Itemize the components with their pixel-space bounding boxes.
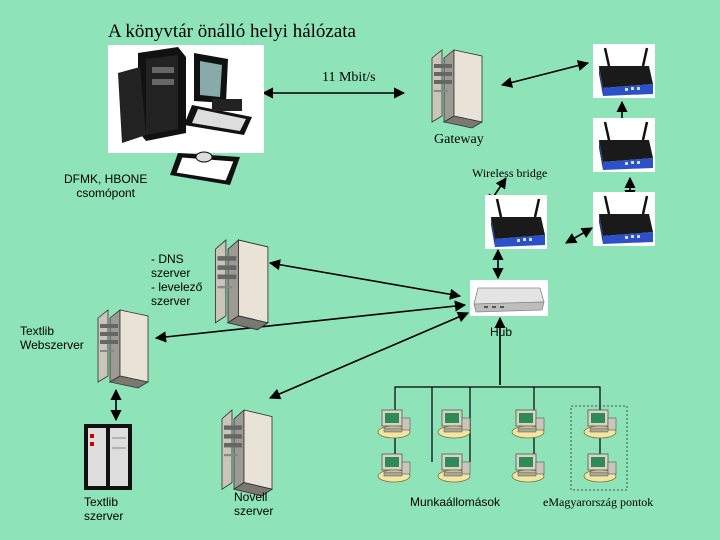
textlib-web-label: Textlib Webszerver [20,324,84,352]
workstation-icon [511,409,545,439]
workstation-icons [377,409,617,483]
dns-server-label: - DNS szerver - levelező szerver [151,252,203,308]
workstation-icon [511,453,545,483]
link-novell-hub [268,311,470,400]
textlib-rack-server-icon [84,424,132,490]
gateway-label: Gateway [434,132,484,147]
wireless-router-icon-4 [591,190,657,248]
dfmk-label: DFMK, HBONE csomópont [64,172,148,200]
connections [110,60,636,422]
novell-server-icon [221,409,273,497]
gateway-server-icon [431,49,483,129]
textlib-web-server-icon [97,309,149,389]
wireless-bridge-label: Wireless bridge [472,166,548,180]
workstation-icon [437,409,471,439]
diagram-title: A könyvtár önálló helyi hálózata [108,21,356,42]
wireless-router-icon-1 [591,42,657,100]
dns-server-icon [214,239,269,331]
main-computer-icon [108,45,264,185]
novell-server-label: Novell szerver [234,490,274,518]
link-speed-label: 11 Mbit/s [322,70,376,85]
workstation-icon [583,409,617,439]
workstation-bus [394,386,601,462]
workstation-icon [377,453,411,483]
wireless-router-icon-3 [483,193,549,251]
hub-icon [470,280,548,316]
wireless-router-icon-2 [591,116,657,174]
emagyarorszag-box [570,405,628,491]
workstation-icon [377,409,411,439]
emagyarorszag-label: eMagyarország pontok [543,495,654,509]
textlib-server-label: Textlib szerver [84,495,124,523]
link-gateway-router1 [500,60,590,88]
hub-label: Hub [490,325,513,339]
link-router3-router4 [565,227,593,244]
workstation-icon [437,453,471,483]
workstations-label: Munkaállomások [410,495,501,509]
link-dns-hub [268,259,462,300]
link-textlib-hub [154,300,467,343]
workstation-icon [583,453,617,483]
